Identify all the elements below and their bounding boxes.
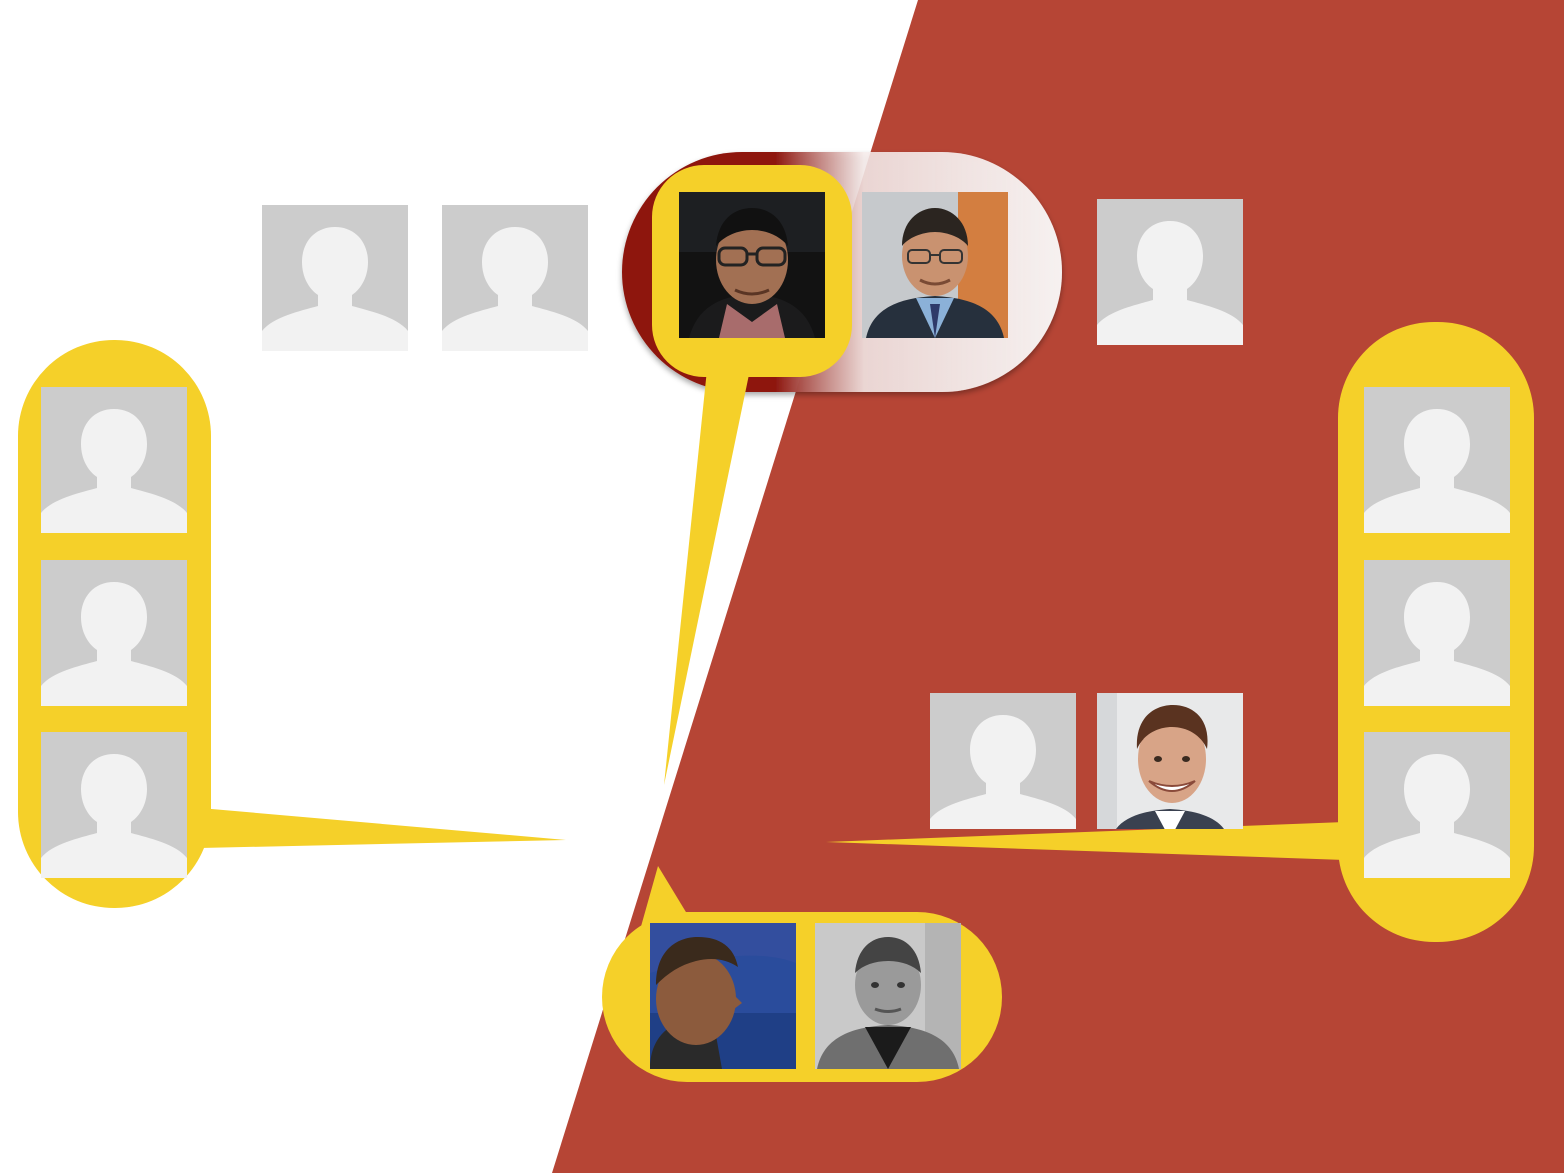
- top-callout-pointer: [664, 360, 752, 785]
- default-user-icon[interactable]: [1364, 732, 1510, 878]
- background-right-panel: [552, 0, 1564, 1173]
- right-callout-pointer: [826, 822, 1345, 860]
- default-user-icon[interactable]: [41, 732, 187, 878]
- bottom-callout-pointer: [640, 866, 692, 930]
- left-callout-pointer: [200, 808, 566, 848]
- user-photo-man-smiling[interactable]: [1097, 693, 1243, 829]
- default-user-icon[interactable]: [41, 560, 187, 706]
- default-user-icon[interactable]: [930, 693, 1076, 829]
- user-photo-man-glasses[interactable]: [679, 192, 825, 338]
- user-photo-man-suit[interactable]: [862, 192, 1008, 338]
- default-user-icon[interactable]: [442, 205, 588, 351]
- user-photo-man-bw[interactable]: [815, 923, 961, 1069]
- user-photo-man-beach[interactable]: [650, 923, 796, 1069]
- default-user-icon[interactable]: [1364, 560, 1510, 706]
- default-user-icon[interactable]: [1364, 387, 1510, 533]
- default-user-icon[interactable]: [262, 205, 408, 351]
- default-user-icon[interactable]: [1097, 199, 1243, 345]
- default-user-icon[interactable]: [41, 387, 187, 533]
